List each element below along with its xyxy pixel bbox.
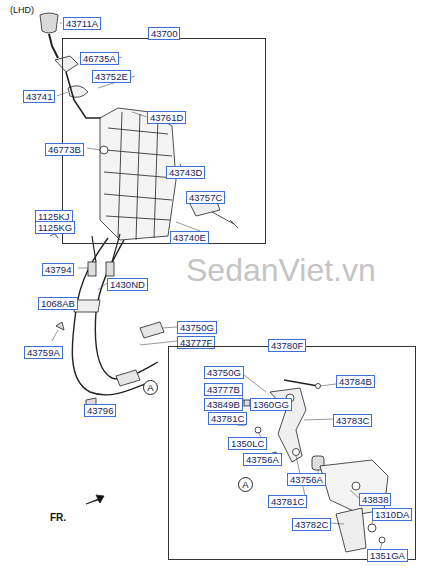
- part-number: 43796: [87, 405, 113, 416]
- callout-number: 43756A: [287, 473, 326, 486]
- part-number: 43781C: [211, 413, 244, 424]
- part-number: 43711A: [66, 18, 98, 29]
- callout-number: 43783C: [333, 414, 372, 427]
- part-number: 1350LC: [231, 438, 264, 449]
- callout-number: 43740E: [170, 231, 209, 244]
- part-number: 43761D: [150, 112, 183, 123]
- part-number: 1351GA: [370, 550, 405, 561]
- callout-number: 43777F: [177, 336, 215, 349]
- callout-number: 43794: [42, 263, 74, 276]
- callout-number: 1310DA: [372, 508, 412, 521]
- callout-number: 43752E: [92, 70, 131, 83]
- callout-number: 43838: [359, 493, 391, 506]
- group-number: 43780F: [268, 339, 306, 352]
- part-number: 43757C: [189, 192, 222, 203]
- watermark: SedanViet.vn: [186, 252, 376, 289]
- callout-number: 43781C: [268, 495, 307, 508]
- callout-number: 43741: [23, 90, 55, 103]
- callout-number: 43781C: [208, 412, 247, 425]
- part-number: 43759A: [27, 347, 60, 358]
- reference-circle: A: [143, 380, 158, 395]
- part-number: 43794: [45, 264, 71, 275]
- part-number: 43752E: [95, 71, 128, 82]
- part-number: 43756A: [290, 474, 323, 485]
- part-number: A: [242, 479, 248, 490]
- callout-number: 43784B: [336, 375, 375, 388]
- part-number: 43750G: [207, 367, 241, 378]
- reference-circle: A: [238, 477, 253, 492]
- part-number: 46773B: [48, 144, 81, 155]
- group-number: 43700: [148, 27, 180, 40]
- callout-number: 1125KG: [35, 221, 75, 234]
- part-number: 43783C: [336, 415, 369, 426]
- part-number: 43782C: [295, 519, 328, 530]
- part-number: 43777B: [207, 384, 240, 395]
- callout-number: 46735A: [80, 52, 119, 65]
- callout-number: 43756A: [243, 453, 282, 466]
- part-number: 43741: [26, 91, 52, 102]
- part-number: 43838: [362, 494, 388, 505]
- callout-number: 43761D: [147, 111, 186, 124]
- part-number: 1125KG: [38, 222, 72, 233]
- callout-number: 43777B: [204, 383, 243, 396]
- callout-number: 1068AB: [38, 297, 78, 310]
- callout-number: 43750G: [177, 321, 217, 334]
- callout-number: 46773B: [45, 143, 84, 156]
- part-number: 43743D: [169, 167, 202, 178]
- part-number: 1310DA: [375, 509, 409, 520]
- part-number: 1430ND: [110, 279, 145, 290]
- callout-number: 43782C: [292, 518, 331, 531]
- part-number: 43740E: [173, 232, 206, 243]
- callout-number: 43750G: [204, 366, 244, 379]
- part-group-frame: 4370046735A43752E43761D43743D43757C43740…: [62, 38, 266, 244]
- callout-number: 43711A: [63, 17, 101, 30]
- part-number: 43756A: [246, 454, 279, 465]
- part-group-frame: 43780F43750G43784B43777B43849B1360GG4378…: [168, 346, 416, 560]
- part-number: A: [147, 382, 153, 393]
- part-number: 43849B: [207, 399, 240, 410]
- callout-number: 1360GG: [250, 398, 292, 411]
- part-number: 46735A: [83, 53, 116, 64]
- direction-label: FR.: [50, 512, 66, 523]
- callout-number: 1350LC: [228, 437, 267, 450]
- part-number: 1068AB: [41, 298, 75, 309]
- callout-number: 43743D: [166, 166, 205, 179]
- callout-number: 43759A: [24, 346, 63, 359]
- part-note: (LHD): [10, 5, 34, 15]
- callout-number: 43849B: [204, 398, 243, 411]
- callout-number: 43796: [84, 404, 116, 417]
- part-number: 43750G: [180, 322, 214, 333]
- part-number: 1360GG: [253, 399, 289, 410]
- part-number: 43781C: [271, 496, 304, 507]
- callout-number: 1430ND: [107, 278, 148, 291]
- callout-number: 1351GA: [367, 549, 408, 562]
- callout-number: 43757C: [186, 191, 225, 204]
- part-number: 43784B: [339, 376, 372, 387]
